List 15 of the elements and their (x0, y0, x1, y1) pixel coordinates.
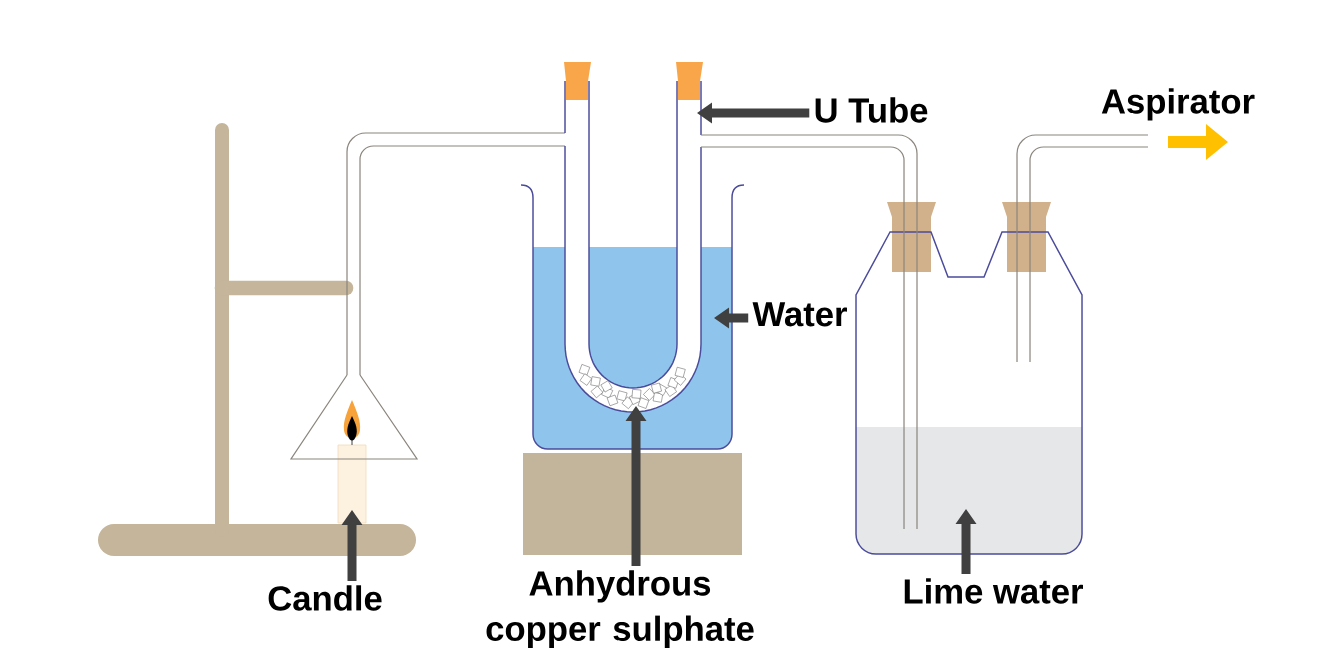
part-label: U Tube (815, 97, 928, 123)
crystals (578, 364, 687, 409)
part-label: Lime water (904, 578, 1083, 604)
lime-water-fill (856, 427, 1082, 554)
leader-arrow (714, 307, 749, 329)
part-label: Anhydrous copper sulphate (486, 570, 754, 648)
leader-arrow (341, 510, 363, 581)
part-label: Aspirator (1101, 88, 1255, 121)
leader-arrow (697, 102, 810, 124)
leader-arrow (955, 509, 977, 574)
leader-arrow (625, 406, 647, 566)
part-label: Water (752, 302, 847, 327)
u-tube (564, 62, 703, 413)
part-label: Candle (268, 585, 382, 611)
candle (337, 444, 367, 524)
